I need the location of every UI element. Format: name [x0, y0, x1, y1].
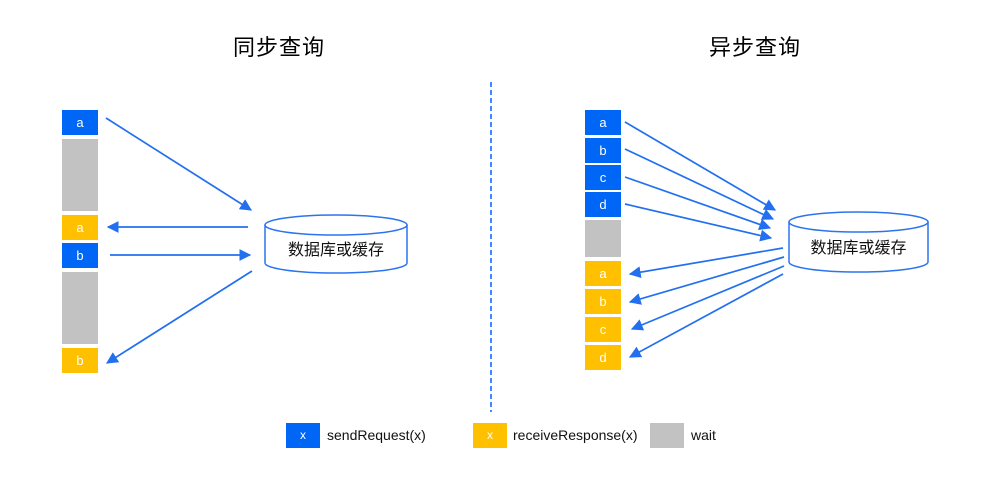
legend-swatch-receive-response: x	[473, 423, 507, 448]
async-request-box-c: c	[585, 165, 621, 190]
legend-swatch-send-request: x	[286, 423, 320, 448]
legend-label-wait: wait	[691, 427, 716, 443]
sync-response-box-a: a	[62, 215, 98, 240]
legend-label-send-request: sendRequest(x)	[327, 427, 426, 443]
async-request-arrow-a	[624, 121, 777, 211]
async-request-box-a: a	[585, 110, 621, 135]
async-response-arrow-a	[628, 247, 784, 279]
sync-database-label: 数据库或缓存	[287, 242, 384, 259]
async-database-cylinder	[788, 211, 929, 273]
sync-response-box-b: b	[62, 348, 98, 373]
async-request-box-d: d	[585, 192, 621, 217]
async-request-arrow-b	[624, 148, 775, 220]
legend-swatch-wait	[650, 423, 684, 448]
async-request-box-b: b	[585, 138, 621, 163]
async-response-arrow-d	[628, 273, 784, 358]
async-database-label: 数据库或缓存	[810, 240, 907, 257]
sync-request-arrow-a	[105, 117, 253, 211]
legend-label-receive-response: receiveResponse(x)	[513, 427, 638, 443]
sync-request-box-a: a	[62, 110, 98, 135]
sync-wait-box-2	[62, 272, 98, 344]
async-response-box-c: c	[585, 317, 621, 342]
sync-database-cylinder	[264, 214, 408, 274]
sync-response-arrow-b	[105, 270, 253, 364]
async-response-arrow-c	[630, 265, 785, 331]
async-request-arrow-c	[624, 176, 772, 231]
async-panel-title: 异步查询	[708, 35, 801, 60]
async-response-box-b: b	[585, 289, 621, 314]
sync-panel-title: 同步查询	[232, 35, 325, 60]
async-response-box-a: a	[585, 261, 621, 286]
sync-request-box-b: b	[62, 243, 98, 268]
async-request-arrow-d	[624, 203, 773, 242]
sync-wait-box-1	[62, 139, 98, 211]
async-wait-box	[585, 220, 621, 257]
async-response-arrow-b	[628, 256, 785, 305]
async-response-box-d: d	[585, 345, 621, 370]
